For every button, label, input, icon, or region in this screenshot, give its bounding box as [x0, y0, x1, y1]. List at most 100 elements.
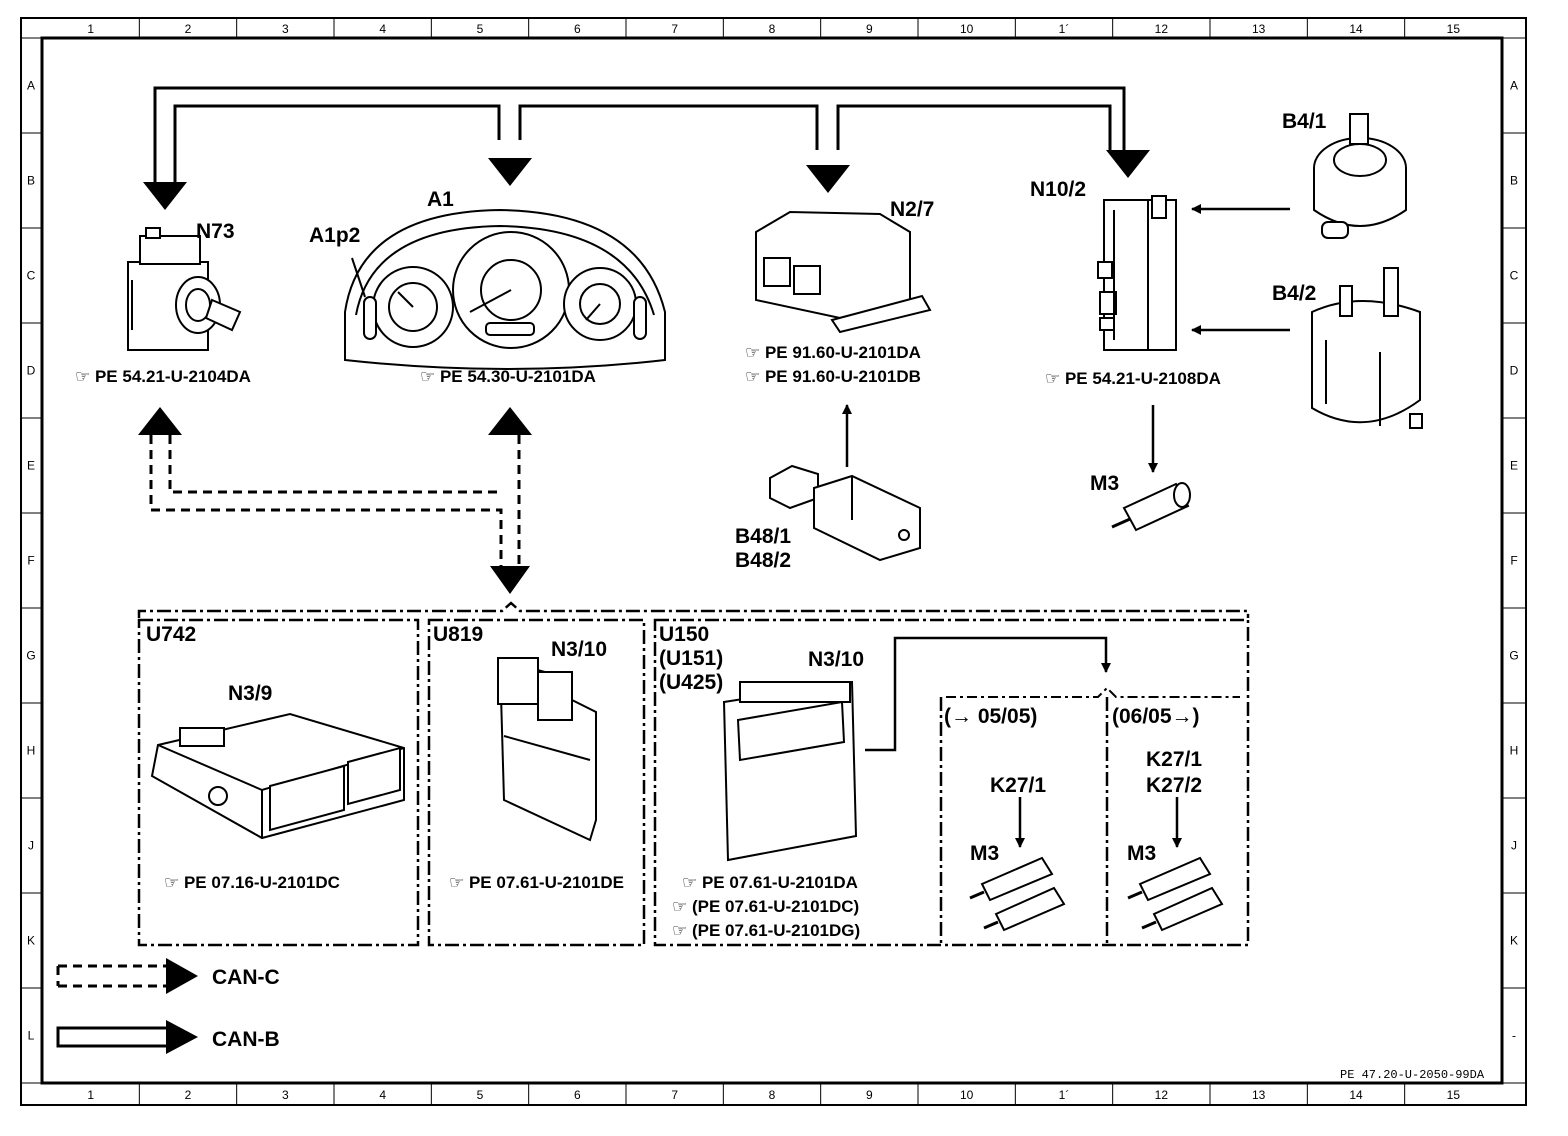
grid-col-top-11: 1´ — [1059, 22, 1070, 36]
grid-col-top-15: 15 — [1447, 22, 1461, 36]
grid-row-right-6: F — [1510, 554, 1517, 568]
grid-col-top-9: 9 — [866, 22, 873, 36]
label-b48-1: B48/1 — [735, 525, 791, 548]
grid-row-left-10: K — [27, 934, 35, 948]
label-k27-1-early: K27/1 — [990, 774, 1046, 797]
grid-row-right-10: K — [1510, 934, 1518, 948]
grid-col-bottom-6: 6 — [574, 1088, 581, 1102]
engine-control-unit-n3-10-u819 — [497, 657, 597, 842]
grid-row-left-6: F — [27, 554, 34, 568]
engine-control-unit-n3-10-u150 — [722, 680, 858, 862]
grid-row-right-2: B — [1510, 174, 1518, 188]
grid-col-bottom-13: 13 — [1252, 1088, 1266, 1102]
label-k27-2-late: K27/2 — [1146, 774, 1202, 797]
grid-col-bottom-11: 1´ — [1059, 1088, 1070, 1102]
grid-row-ticks — [21, 132, 1526, 989]
grid-row-left-3: C — [27, 269, 36, 283]
can-b-bus — [143, 86, 1150, 210]
grid-col-bottom-10: 10 — [960, 1088, 974, 1102]
label-b4-2: B4/2 — [1272, 282, 1316, 305]
label-u151: (U151) — [659, 647, 723, 670]
ref-n3-10-u150-c: ☞ (PE 07.61-U-2101DG) — [672, 921, 860, 940]
grid-col-bottom-7: 7 — [671, 1088, 678, 1102]
label-u150: U150 — [659, 623, 709, 646]
ref-n73: ☞ PE 54.21-U-2104DA — [75, 367, 251, 386]
ref-a1: ☞ PE 54.30-U-2101DA — [420, 367, 596, 386]
grid-row-left-9: J — [28, 839, 34, 853]
legend-can-c: CAN-C — [212, 966, 280, 989]
grid-row-right-1: A — [1510, 79, 1518, 93]
label-n2-7: N2/7 — [890, 198, 934, 221]
can-c-bus — [138, 407, 532, 594]
grid-row-right-5: E — [1510, 459, 1518, 473]
fuel-level-sensor-b4-2 — [1311, 267, 1423, 429]
grid-col-bottom-1: 1 — [87, 1088, 94, 1102]
grid-column-ticks — [138, 18, 1406, 1105]
label-m3-early: M3 — [970, 842, 999, 865]
fuel-pump-m3-top — [1111, 482, 1191, 532]
ref-n2-7-a: ☞ PE 91.60-U-2101DA — [745, 343, 921, 362]
grid-col-top-2: 2 — [185, 22, 192, 36]
grid-col-bottom-5: 5 — [477, 1088, 484, 1102]
grid-col-top-10: 10 — [960, 22, 974, 36]
grid-col-bottom-14: 14 — [1349, 1088, 1363, 1102]
ref-n3-10-u819: ☞ PE 07.61-U-2101DE — [449, 873, 624, 892]
grid-row-left-5: E — [27, 459, 35, 473]
grid-row-left-8: H — [27, 744, 36, 758]
fuel-pumps-m3-late — [1127, 856, 1224, 932]
document-id: PE 47.20-U-2050-99DA — [1340, 1068, 1485, 1082]
label-n3-10-u819: N3/10 — [551, 638, 607, 661]
legend-can-b: CAN-B — [212, 1028, 280, 1051]
label-u742: U742 — [146, 623, 196, 646]
grid-row-right-9: J — [1511, 839, 1517, 853]
ref-n3-9: ☞ PE 07.16-U-2101DC — [164, 873, 340, 892]
grid-row-right-4: D — [1510, 364, 1519, 378]
grid-col-bottom-15: 15 — [1447, 1088, 1461, 1102]
grid-col-top-1: 1 — [87, 22, 94, 36]
ref-n2-7-b: ☞ PE 91.60-U-2101DB — [745, 367, 921, 386]
grid-col-bottom-2: 2 — [185, 1088, 192, 1102]
label-n73: N73 — [196, 220, 235, 243]
label-k27-1-late: K27/1 — [1146, 748, 1202, 771]
legend: CAN-C CAN-B — [56, 958, 280, 1054]
ignition-switch-n73 — [127, 227, 242, 351]
label-m3-top: M3 — [1090, 472, 1119, 495]
ref-n3-10-u150-a: ☞ PE 07.61-U-2101DA — [682, 873, 858, 892]
label-n3-9: N3/9 — [228, 682, 272, 705]
grid-row-right-3: C — [1510, 269, 1519, 283]
grid-row-left-2: B — [27, 174, 35, 188]
label-a1p2: A1p2 — [309, 224, 360, 247]
fuel-pumps-m3-early — [969, 856, 1066, 932]
label-u425: (U425) — [659, 671, 723, 694]
restraint-control-unit-n2-7 — [755, 210, 932, 334]
grid-col-top-7: 7 — [671, 22, 678, 36]
grid-col-bottom-12: 12 — [1155, 1088, 1169, 1102]
label-a1: A1 — [427, 188, 454, 211]
grid-col-top-3: 3 — [282, 22, 289, 36]
instrument-cluster-a1 — [344, 208, 666, 370]
fuel-level-sensor-b4-1 — [1313, 113, 1407, 239]
grid-row-left-1: A — [27, 79, 35, 93]
ref-n3-10-u150-b: ☞ (PE 07.61-U-2101DC) — [672, 897, 859, 916]
label-m3-late: M3 — [1127, 842, 1156, 865]
grid-col-top-6: 6 — [574, 22, 581, 36]
grid-col-top-14: 14 — [1349, 22, 1363, 36]
grid-col-bottom-8: 8 — [769, 1088, 776, 1102]
label-n3-10-u150: N3/10 — [808, 648, 864, 671]
grid-row-right-11: - — [1512, 1029, 1516, 1043]
grid-col-top-8: 8 — [769, 22, 776, 36]
grid-col-bottom-4: 4 — [379, 1088, 386, 1102]
grid-col-top-5: 5 — [477, 22, 484, 36]
grid-row-right-7: G — [1509, 649, 1518, 663]
drawing-frame — [20, 17, 1527, 1106]
ref-n10-2: ☞ PE 54.21-U-2108DA — [1045, 369, 1221, 388]
grid-col-top-4: 4 — [379, 22, 386, 36]
grid-col-top-13: 13 — [1252, 22, 1266, 36]
label-u819: U819 — [433, 623, 483, 646]
label-period-early: (→ 05/05) — [944, 705, 1037, 728]
grid-row-left-7: G — [26, 649, 35, 663]
